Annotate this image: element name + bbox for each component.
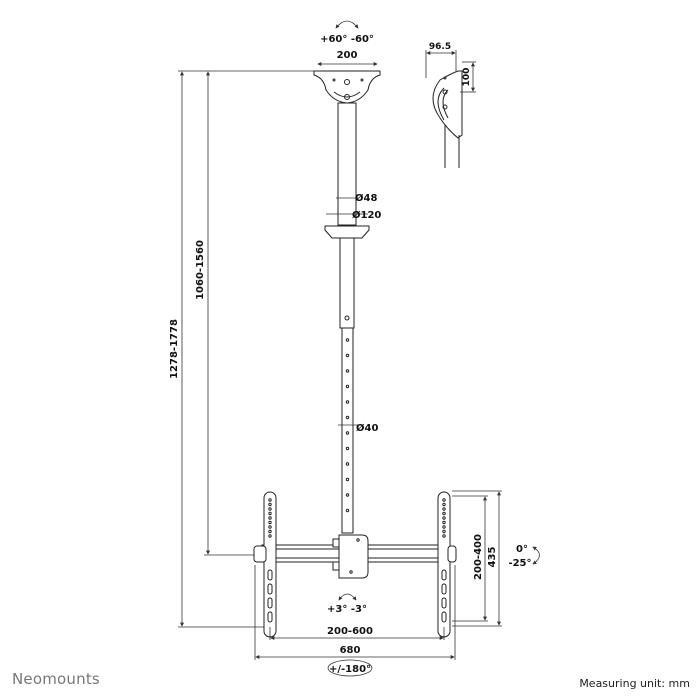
ceiling-rotation-label: +60° -60° bbox=[320, 34, 374, 45]
arm-hole bbox=[268, 534, 272, 538]
pole-hole bbox=[345, 384, 350, 389]
swivel-label: +3° -3° bbox=[327, 604, 367, 615]
arm-hole bbox=[268, 525, 272, 529]
arm-hole bbox=[268, 502, 272, 507]
left-arm bbox=[253, 491, 277, 638]
lower-pole-inner bbox=[341, 327, 354, 534]
swivel-arrow bbox=[338, 593, 357, 601]
pole-hole bbox=[345, 462, 350, 466]
arm-hole bbox=[268, 529, 272, 534]
arm-hole bbox=[442, 520, 446, 525]
arm-hole bbox=[268, 507, 272, 511]
pole-hole bbox=[345, 400, 350, 404]
pole-hole bbox=[345, 493, 350, 497]
arm-slot bbox=[441, 611, 447, 623]
arm-hole bbox=[442, 511, 446, 516]
vesa-vertical-label: 200-400 bbox=[473, 534, 484, 580]
total-height-label: 1278-1778 bbox=[169, 319, 180, 379]
pole-height-label: 1060-1560 bbox=[195, 240, 206, 300]
arm-hole bbox=[268, 498, 272, 502]
arm-slot bbox=[267, 569, 273, 581]
arm-slot bbox=[267, 611, 273, 623]
arm-hole bbox=[442, 502, 446, 507]
arm-hole bbox=[442, 534, 446, 538]
tilt-bottom-label: -25° bbox=[508, 558, 531, 569]
brand-logo: Neomounts bbox=[12, 670, 100, 688]
tilt-arrow bbox=[532, 546, 540, 565]
pole-hole bbox=[345, 369, 350, 373]
ceiling-collar bbox=[324, 225, 370, 239]
side-view-plate bbox=[432, 70, 463, 139]
pole-hole bbox=[345, 338, 350, 342]
bracket-width-label: 680 bbox=[340, 645, 361, 656]
ceiling-plate bbox=[313, 70, 381, 104]
center-bracket bbox=[332, 534, 369, 579]
pole-hole bbox=[345, 477, 350, 482]
arm-hole bbox=[442, 507, 446, 511]
ceiling-rotation-arrow bbox=[335, 20, 359, 29]
vesa-horizontal-label: 200-600 bbox=[327, 626, 373, 637]
arm-hole bbox=[268, 520, 272, 525]
side-depth-label: 96.5 bbox=[429, 42, 451, 52]
arm-hole bbox=[442, 498, 446, 502]
lower-pole-outer bbox=[339, 237, 355, 329]
arm-hole bbox=[268, 511, 272, 516]
arm-hole bbox=[268, 516, 272, 520]
rotation-arrow bbox=[327, 659, 373, 677]
upper-pole bbox=[337, 102, 357, 226]
measuring-unit: Measuring unit: mm bbox=[579, 677, 690, 690]
pole-hole bbox=[345, 508, 350, 513]
upper-pole-diameter-label: Ø48 bbox=[355, 192, 377, 204]
arm-hole bbox=[442, 529, 446, 534]
arm-slot bbox=[441, 597, 447, 609]
pole-hole bbox=[345, 353, 350, 358]
lower-pole-diameter-label: Ø40 bbox=[356, 422, 378, 434]
arm-hole bbox=[442, 516, 446, 520]
arm-slot bbox=[441, 583, 447, 595]
arm-slot bbox=[267, 583, 273, 595]
arm-hole bbox=[442, 525, 446, 529]
pole-hole bbox=[345, 446, 350, 451]
pole-hole bbox=[345, 431, 350, 435]
pole-hole bbox=[345, 415, 350, 420]
rotation-label: +/-180° bbox=[329, 664, 371, 675]
pole-holes bbox=[345, 338, 350, 513]
side-hole-spacing-label: 100 bbox=[462, 68, 472, 87]
bracket-height-label: 435 bbox=[487, 547, 498, 568]
arm-slot bbox=[441, 569, 447, 581]
collar-diameter-label: Ø120 bbox=[352, 209, 381, 221]
tilt-top-label: 0° bbox=[516, 544, 528, 555]
arm-slot bbox=[267, 597, 273, 609]
right-arm bbox=[437, 491, 457, 638]
plate-width-label: 200 bbox=[337, 50, 358, 61]
